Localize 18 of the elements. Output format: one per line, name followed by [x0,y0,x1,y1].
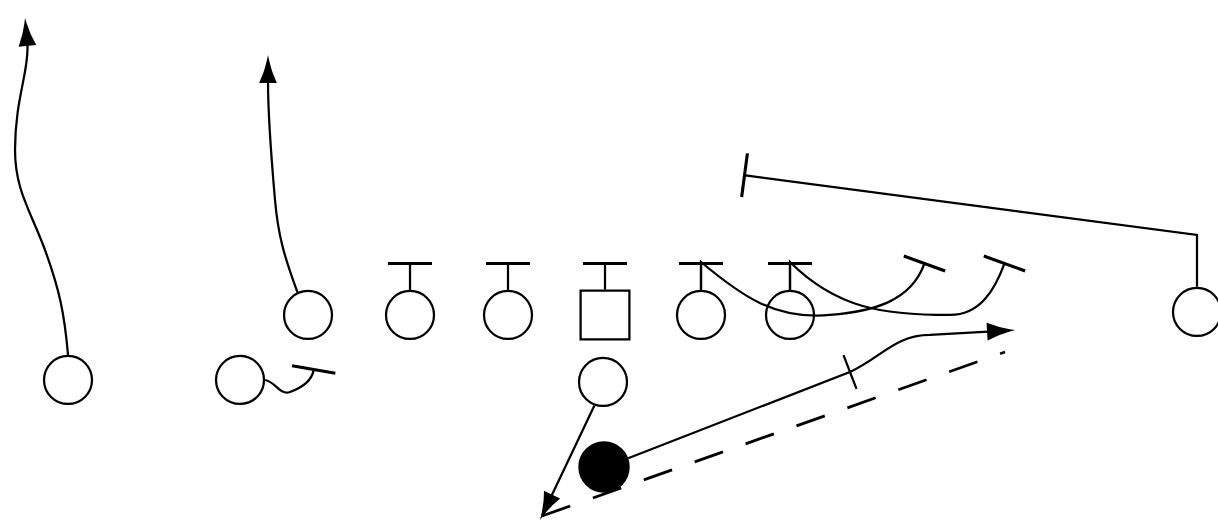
player-circle [482,289,534,341]
block-line [740,153,1199,287]
route-arrow [541,405,596,517]
block-line [264,364,336,394]
player-circle [282,289,334,341]
player-circle [764,289,816,341]
player-dot [578,441,630,493]
player-square [579,289,631,341]
block-line [699,254,946,317]
player-circle [42,354,94,406]
player-circle [675,289,727,341]
block-line [583,262,627,290]
block-line [388,262,432,290]
player-circle [384,289,436,341]
block-line [788,254,1026,317]
block-line [486,262,530,290]
player-circle [577,356,629,408]
player-circle [214,354,266,406]
